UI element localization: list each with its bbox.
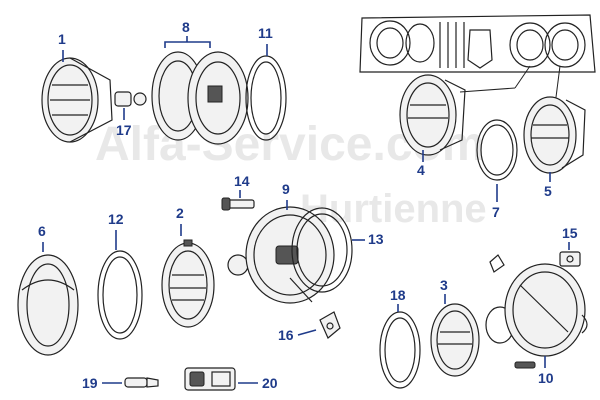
- callout-20: 20: [262, 375, 278, 391]
- part-8-housing: [151, 51, 249, 145]
- part-16-clip: [319, 311, 341, 339]
- callout-19: 19: [82, 375, 98, 391]
- callout-10: 10: [538, 370, 554, 386]
- callout-7: 7: [492, 204, 500, 220]
- part-10-mounting-bracket: [485, 254, 588, 369]
- callout-18: 18: [390, 287, 406, 303]
- part-7-trim-ring: [476, 119, 518, 181]
- part-19-bulb: [124, 377, 159, 388]
- callout-1: 1: [58, 31, 66, 47]
- callout-4: 4: [417, 162, 425, 178]
- callout-5: 5: [544, 183, 552, 199]
- part-4-headlamp: [399, 74, 466, 156]
- part-2-sealed-beam: [161, 239, 215, 328]
- callout-3: 3: [440, 277, 448, 293]
- callout-8: 8: [182, 19, 190, 35]
- callout-13: 13: [368, 231, 384, 247]
- callout-12: 12: [108, 211, 124, 227]
- part-6-chrome-bezel: [17, 254, 79, 356]
- part-1-headlamp-unit: [41, 57, 113, 143]
- callout-6: 6: [38, 223, 46, 239]
- watermark-line-2: Hurtienne: [300, 187, 487, 231]
- part-12-gasket: [97, 250, 143, 340]
- callout-17: 17: [116, 122, 132, 138]
- callout-15: 15: [562, 225, 578, 241]
- callout-14: 14: [234, 173, 250, 189]
- part-14-screw: [221, 197, 255, 211]
- part-11-gasket: [245, 55, 287, 141]
- car-front-grille: [359, 14, 596, 73]
- part-5-headlamp: [523, 96, 586, 174]
- part-13-gasket: [291, 207, 353, 293]
- callouts: 1 8 11 17 4 7 5 14 9 13 6 12 2: [38, 19, 578, 391]
- callout-2: 2: [176, 205, 184, 221]
- part-15-connector: [559, 251, 581, 267]
- callout-16: 16: [278, 327, 294, 343]
- part-17-bulb: [114, 91, 147, 107]
- part-3-headlamp: [430, 303, 480, 377]
- part-9-mounting-plate: [227, 206, 335, 304]
- callout-11: 11: [258, 25, 273, 41]
- part-20-bulb-holder: [184, 367, 236, 391]
- part-18-gasket: [379, 311, 421, 389]
- callout-9: 9: [282, 181, 290, 197]
